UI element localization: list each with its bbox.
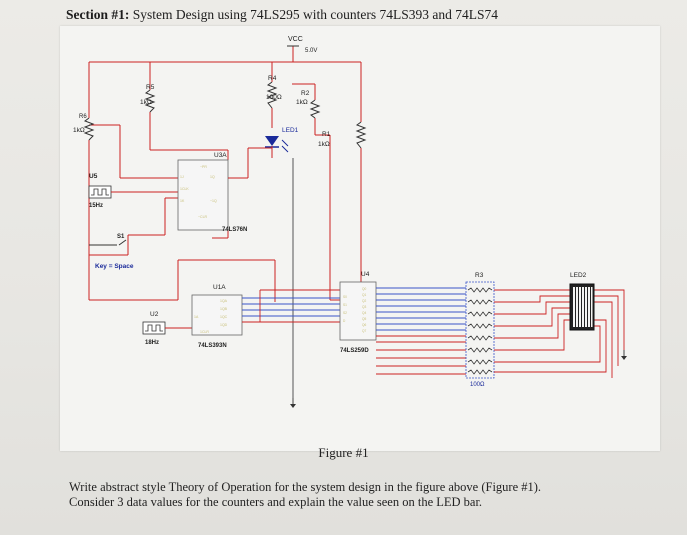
svg-text:~CLR: ~CLR	[198, 215, 208, 219]
question-line-2: Consider 3 data values for the counters …	[69, 495, 483, 509]
vcc-label: VCC	[288, 36, 303, 43]
r3-value: 100Ω	[470, 382, 485, 388]
u2-name: U2	[150, 311, 159, 318]
u1a-name: U1A	[213, 284, 226, 291]
u3a-name: U3A	[214, 152, 227, 159]
svg-text:1QC: 1QC	[220, 315, 228, 319]
resistor-r6	[83, 117, 95, 141]
svg-text:Q2: Q2	[362, 299, 366, 303]
u5-clock-icon	[88, 185, 112, 199]
svg-text:1QB: 1QB	[220, 307, 228, 311]
svg-text:1K: 1K	[180, 199, 185, 203]
u2-freq: 18Hz	[145, 340, 159, 346]
svg-text:1CLR: 1CLR	[200, 330, 209, 334]
r2-name: R2	[301, 90, 310, 97]
u4-chip	[339, 281, 377, 341]
u4-part: 74LS259D	[340, 348, 369, 354]
svg-text:Q6: Q6	[362, 323, 366, 327]
u1a-part: 74LS393N	[198, 343, 227, 349]
s1-name: S1	[117, 234, 125, 240]
led1-name: LED1	[282, 127, 299, 134]
r3-array	[465, 281, 495, 379]
circuit-schematic: VCC 5.0V R5 1kΩ R6 1kΩ R4 100Ω R2 1kΩ R1…	[60, 26, 660, 451]
resistor-r2	[292, 83, 321, 119]
svg-text:Q5: Q5	[362, 317, 366, 321]
svg-text:1QA: 1QA	[220, 299, 228, 303]
s1-key: Key = Space	[95, 263, 134, 270]
svg-text:D: D	[343, 319, 346, 323]
section-number: Section #1:	[66, 7, 130, 22]
r6-name: R6	[79, 114, 87, 120]
svg-text:S1: S1	[343, 303, 347, 307]
resistor-r5	[144, 89, 156, 113]
figure-caption: Figure #1	[318, 445, 369, 460]
svg-text:1A: 1A	[194, 315, 199, 319]
u4-name: U4	[361, 271, 370, 278]
r2-value: 1kΩ	[296, 99, 308, 106]
r1-name: R1	[322, 131, 331, 138]
svg-text:Q7: Q7	[362, 329, 366, 333]
svg-text:1Q: 1Q	[210, 175, 215, 179]
u3a-chip	[177, 159, 229, 231]
led2-name: LED2	[570, 272, 587, 279]
vcc-value: 5.0V	[305, 48, 317, 54]
r5-name: R5	[146, 84, 155, 91]
s1-switch-icon	[89, 239, 127, 246]
section-title: Section #1: System Design using 74LS295 …	[66, 7, 498, 23]
svg-text:S2: S2	[343, 311, 347, 315]
r6-value: 1kΩ	[73, 127, 85, 134]
svg-text:S0: S0	[343, 295, 347, 299]
u2-clock-icon	[142, 321, 166, 335]
r4-name: R4	[268, 75, 277, 82]
section-title-text: System Design using 74LS295 with counter…	[132, 7, 498, 22]
svg-text:1J: 1J	[180, 175, 184, 179]
svg-text:Q4: Q4	[362, 311, 366, 315]
u1a-chip	[191, 294, 243, 336]
u3a-part: 74LS76N	[222, 227, 247, 233]
led1-icon	[265, 136, 289, 158]
r4-value: 100Ω	[266, 94, 282, 101]
power-rails	[88, 45, 376, 301]
led-bar-icon	[569, 283, 595, 331]
r3-name: R3	[475, 272, 484, 279]
question-line-1: Write abstract style Theory of Operation…	[69, 480, 542, 494]
svg-text:Q0: Q0	[362, 287, 366, 291]
r5-value: 1kΩ	[140, 99, 152, 106]
svg-text:Q1: Q1	[362, 293, 366, 297]
u5-freq: 15Hz	[89, 203, 103, 209]
svg-text:~1Q: ~1Q	[210, 199, 217, 203]
u5-name: U5	[89, 173, 98, 180]
svg-text:1CLK: 1CLK	[180, 187, 189, 191]
svg-text:1QD: 1QD	[220, 323, 228, 327]
resistor-r4	[266, 81, 278, 109]
svg-text:~PR: ~PR	[200, 165, 207, 169]
svg-text:Q3: Q3	[362, 305, 366, 309]
resistor-r1	[355, 121, 367, 149]
r1-value: 1kΩ	[318, 141, 330, 148]
